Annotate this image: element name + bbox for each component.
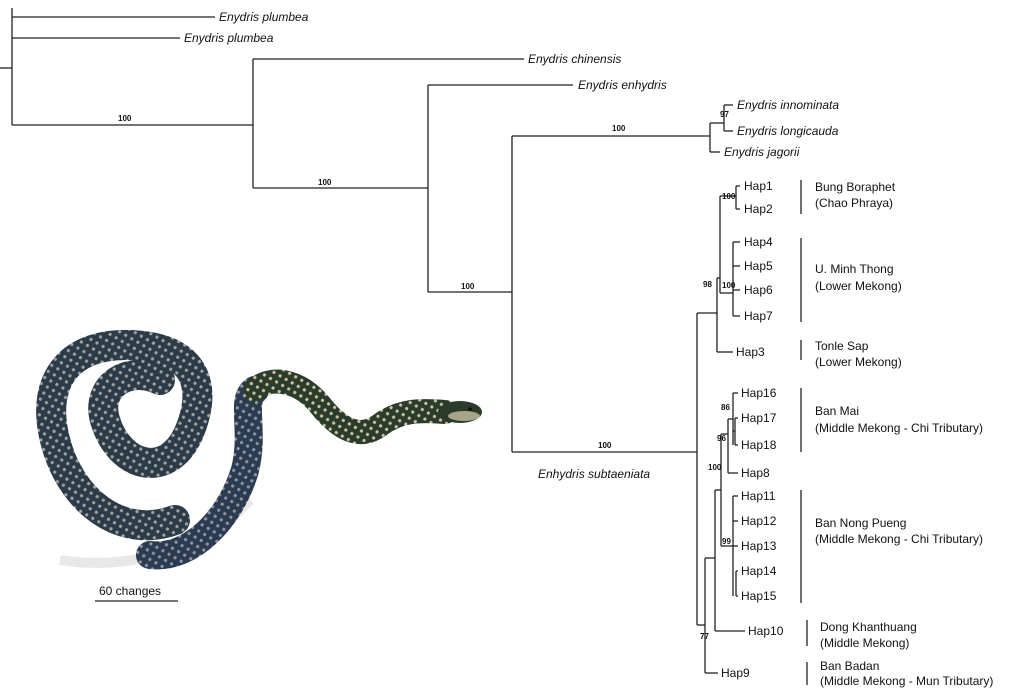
- group-region: (Chao Phraya): [815, 196, 893, 210]
- hap-label-8: Hap8: [741, 466, 770, 480]
- hap-label-3: Hap3: [736, 345, 765, 359]
- hap-label-5: Hap5: [744, 259, 773, 273]
- clade-label-subtaeniata: Enhydris subtaeniata: [538, 467, 650, 481]
- bootstrap-values: 100 100 100 100 97 100 100 98 100 100 86…: [118, 110, 736, 641]
- group-name: Ban Mai: [815, 404, 859, 418]
- snake-photo: [51, 345, 482, 563]
- hap-label-11: Hap11: [741, 489, 776, 503]
- hap-label-18: Hap18: [741, 438, 777, 452]
- taxon-jagorii: Enydris jagorii: [724, 145, 800, 159]
- bootstrap-value: 100: [612, 124, 626, 133]
- group-name: Ban Nong Pueng: [815, 516, 906, 530]
- bootstrap-value: 100: [722, 281, 736, 290]
- hap-label-6: Hap6: [744, 283, 773, 297]
- taxon-plumbea-2: Enydris plumbea: [184, 31, 274, 45]
- taxon-longicauda: Enydris longicauda: [737, 124, 839, 138]
- bootstrap-value: 86: [721, 403, 730, 412]
- bootstrap-value: 100: [461, 282, 475, 291]
- taxon-enhydris: Enydris enhydris: [578, 78, 667, 92]
- taxon-chinensis: Enydris chinensis: [528, 52, 621, 66]
- group-name: Dong Khanthuang: [820, 620, 917, 634]
- location-groups: Bung Boraphet (Chao Phraya) U. Minh Thon…: [801, 180, 993, 688]
- hap-label-13: Hap13: [741, 539, 777, 553]
- bootstrap-value: 97: [720, 110, 729, 119]
- hap-label-7: Hap7: [744, 309, 773, 323]
- bootstrap-value: 98: [703, 280, 712, 289]
- hap-label-2: Hap2: [744, 202, 773, 216]
- bootstrap-value: 100: [722, 192, 736, 201]
- hap-label-1: Hap1: [744, 179, 773, 193]
- hap-label-12: Hap12: [741, 514, 777, 528]
- hap-label-15: Hap15: [741, 589, 777, 603]
- hap-label-17: Hap17: [741, 411, 777, 425]
- hap-label-10: Hap10: [748, 624, 784, 638]
- group-name: U. Minh Thong: [815, 262, 894, 276]
- group-region: (Middle Mekong): [820, 636, 909, 650]
- group-region: (Middle Mekong - Mun Tributary): [820, 674, 993, 688]
- group-region: (Lower Mekong): [815, 355, 902, 369]
- bootstrap-value: 77: [700, 632, 709, 641]
- hap-label-4: Hap4: [744, 235, 773, 249]
- group-name: Tonle Sap: [815, 339, 869, 353]
- group-name: Bung Boraphet: [815, 180, 896, 194]
- group-region: (Middle Mekong - Chi Tributary): [815, 421, 983, 435]
- hap-label-16: Hap16: [741, 386, 777, 400]
- haplotype-labels: Hap1 Hap2 Hap4 Hap5 Hap6 Hap7 Hap3 Hap16…: [721, 179, 784, 680]
- bootstrap-value: 100: [318, 178, 332, 187]
- scale-bar: 60 changes: [95, 584, 178, 601]
- group-region: (Lower Mekong): [815, 279, 902, 293]
- group-name: Ban Badan: [820, 659, 879, 673]
- taxon-innominata: Enydris innominata: [737, 98, 839, 112]
- bootstrap-value: 100: [708, 463, 722, 472]
- bootstrap-value: 100: [598, 441, 612, 450]
- hap-label-14: Hap14: [741, 564, 777, 578]
- group-region: (Middle Mekong - Chi Tributary): [815, 532, 983, 546]
- bootstrap-value: 96: [717, 434, 726, 443]
- hap-label-9: Hap9: [721, 666, 750, 680]
- bootstrap-value: 100: [118, 114, 132, 123]
- scale-bar-label: 60 changes: [99, 584, 161, 598]
- bootstrap-value: 99: [722, 537, 731, 546]
- taxon-plumbea-1: Enydris plumbea: [219, 10, 309, 24]
